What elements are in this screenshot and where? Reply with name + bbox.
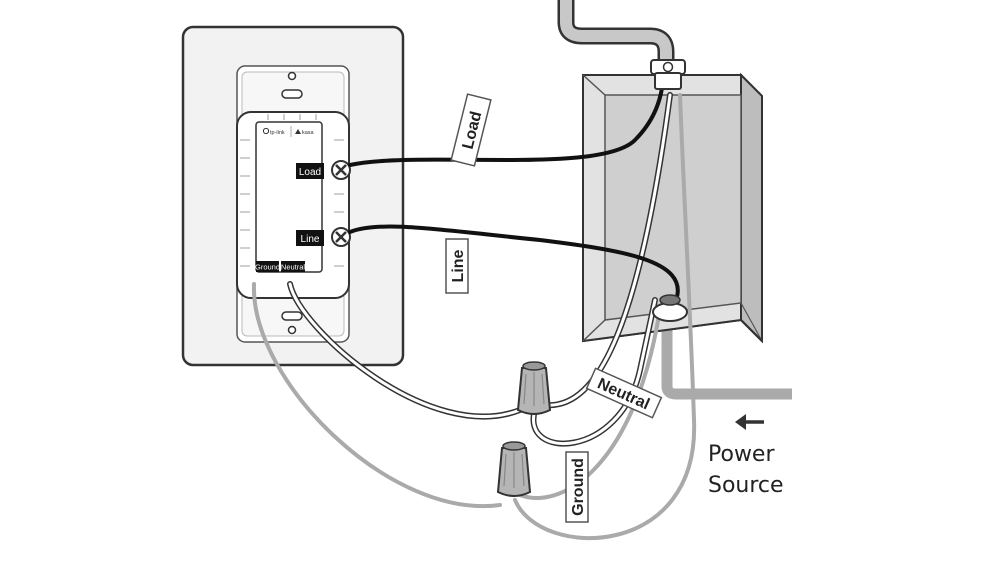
ground-terminal-label: Ground [255, 261, 280, 272]
conduit-power [661, 315, 792, 400]
line-wire-tag: Line [445, 238, 469, 294]
left-arrow-icon [735, 414, 764, 430]
load-wire-tag: Load [450, 93, 492, 167]
svg-text:Line: Line [450, 249, 467, 282]
kasa-text: kasa [302, 130, 315, 136]
svg-text:Load: Load [299, 167, 321, 178]
conduit-top [557, 0, 675, 70]
neutral-wires [287, 92, 673, 447]
tp-link-text: tp-link [270, 130, 285, 136]
wire-nut-neutral [516, 361, 552, 415]
hot-wires [348, 86, 680, 302]
power-label-line2: Source [708, 473, 784, 498]
wire-nut-ground [496, 441, 532, 497]
svg-text:Ground: Ground [255, 263, 280, 272]
ground-wires [251, 93, 697, 541]
svg-text:Neutral: Neutral [281, 263, 306, 272]
line-terminal-label: Line [296, 230, 324, 246]
switch-ticks [240, 114, 344, 267]
tp-link-logo: tp-link [262, 127, 285, 136]
line-wire [348, 224, 680, 302]
load-terminal-label: Load [296, 163, 324, 179]
neutral-terminal-label: Neutral [281, 261, 306, 272]
kasa-logo: kasa [295, 129, 315, 136]
load-wire [348, 86, 664, 167]
ground-wire-tag: Ground [565, 451, 589, 523]
load-screw [331, 160, 351, 180]
line-screw [331, 227, 351, 247]
bottom-connector [652, 294, 688, 322]
svg-text:Line: Line [301, 234, 320, 245]
switch-body: tp-link kasa Load Line Ground Neutral [236, 111, 351, 299]
power-label-line1: Power [708, 442, 775, 467]
top-connector [650, 59, 686, 90]
svg-text:Ground: Ground [570, 458, 587, 516]
